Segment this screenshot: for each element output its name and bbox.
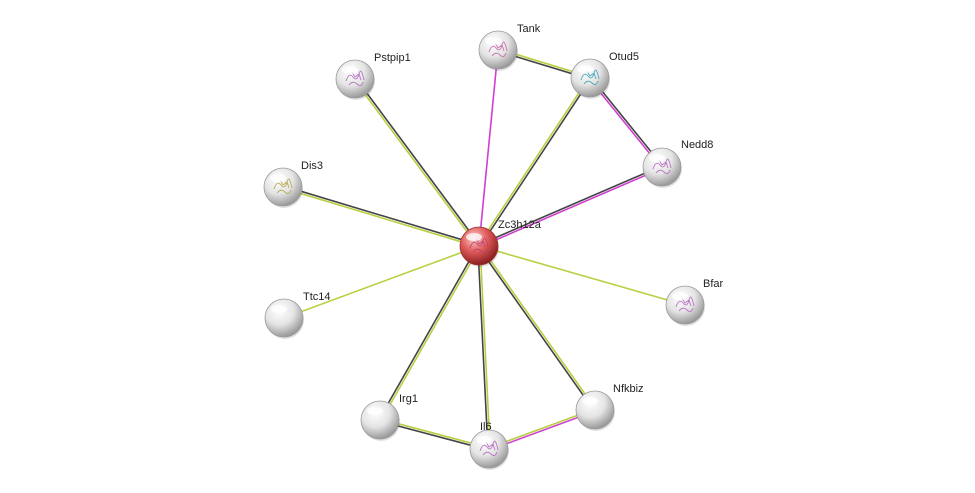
node-nedd8[interactable]: Nedd8 [642, 139, 713, 188]
node-pstpip1[interactable]: Pstpip1 [335, 52, 411, 100]
node-highlight [476, 436, 492, 444]
node-ball[interactable] [360, 400, 400, 440]
protein-structure-icon [580, 69, 600, 86]
node-highlight [577, 65, 593, 73]
edge-line [353, 79, 479, 248]
edge-line [477, 76, 590, 246]
edge-zc3h12a-otud5 [477, 76, 592, 248]
node-highlight [582, 397, 598, 405]
edge-zc3h12a-nfkbiz [477, 244, 597, 412]
node-label: Bfar [703, 278, 724, 290]
node-ttc14[interactable]: Ttc14 [264, 291, 331, 339]
node-label: Dis3 [301, 160, 323, 172]
edge-line [479, 244, 597, 410]
edge-line [477, 246, 595, 412]
node-il6[interactable]: Il6 [469, 421, 509, 470]
node-label: Irg1 [399, 393, 418, 405]
protein-structure-icon [345, 70, 365, 87]
node-label: Nfkbiz [613, 383, 644, 395]
node-highlight [672, 292, 688, 300]
edge-zc3h12a-irg1 [378, 245, 481, 421]
node-label: Ttc14 [303, 291, 331, 303]
edge-line [380, 246, 481, 421]
edge-line [355, 77, 481, 246]
node-irg1[interactable]: Irg1 [360, 393, 418, 441]
edge-zc3h12a-pstpip1 [353, 77, 481, 248]
edge-zc3h12a-ttc14 [283, 245, 480, 319]
protein-structure-icon [652, 158, 672, 175]
edge-zc3h12a-il6 [477, 245, 491, 450]
protein-structure-icon [479, 440, 499, 457]
node-bfar[interactable]: Bfar [665, 278, 724, 326]
protein-structure-icon [273, 178, 293, 195]
edge-line [479, 78, 592, 248]
node-highlight [367, 407, 383, 415]
edge-line [283, 185, 480, 246]
edge-line [478, 49, 499, 247]
node-nfkbiz[interactable]: Nfkbiz [575, 383, 644, 431]
node-label: Otud5 [609, 51, 639, 63]
node-label: Pstpip1 [374, 52, 411, 64]
node-ball[interactable] [575, 390, 615, 430]
node-highlight [485, 37, 501, 45]
protein-structure-icon [469, 237, 489, 254]
edge-line [378, 245, 479, 420]
node-highlight [270, 174, 286, 182]
node-otud5[interactable]: Otud5 [570, 51, 639, 99]
edge-line [282, 187, 479, 248]
edge-line [477, 246, 489, 450]
node-highlight [466, 233, 482, 241]
node-highlight [342, 66, 358, 74]
node-label: Il6 [480, 421, 492, 433]
node-tank[interactable]: Tank [478, 23, 541, 71]
edge-line [478, 165, 662, 246]
node-label: Zc3h12a [498, 219, 542, 231]
node-label: Tank [517, 23, 541, 35]
edge-line [479, 245, 491, 449]
node-ball[interactable] [264, 298, 304, 338]
node-dis3[interactable]: Dis3 [263, 160, 323, 208]
edge-line [478, 245, 686, 306]
edge-zc3h12a-bfar [478, 245, 686, 306]
edge-line [283, 245, 480, 319]
protein-structure-icon [675, 296, 695, 313]
protein-structure-icon [488, 41, 508, 58]
node-highlight [271, 305, 287, 313]
edge-line [479, 167, 663, 248]
node-zc3h12a[interactable]: Zc3h12a [459, 219, 542, 267]
node-label: Nedd8 [681, 139, 713, 151]
edge-zc3h12a-tank [478, 49, 499, 247]
edge-zc3h12a-dis3 [282, 185, 480, 248]
node-highlight [649, 154, 665, 162]
edge-zc3h12a-nedd8 [478, 165, 663, 248]
